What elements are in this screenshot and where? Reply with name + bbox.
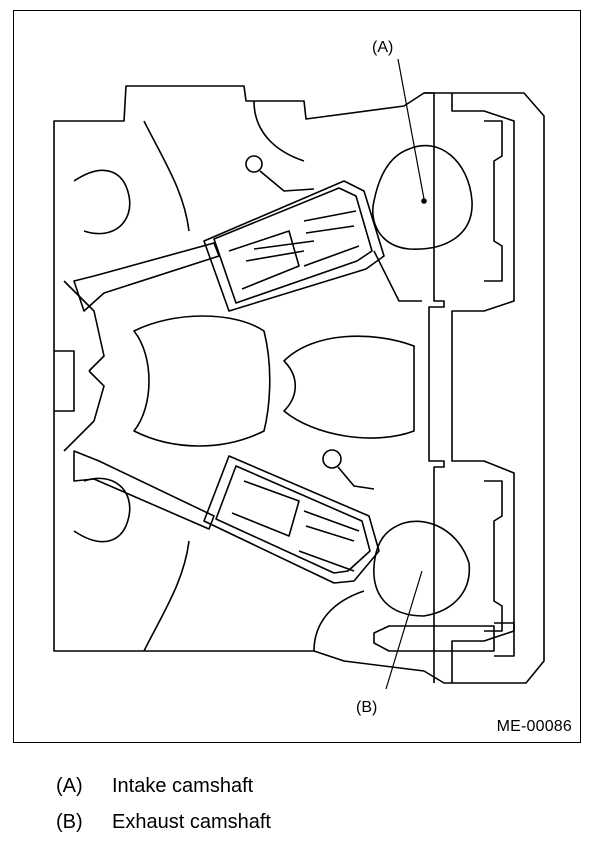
legend-key: (B) xyxy=(56,810,83,833)
legend: (A) Intake camshaft (B) Exhaust camshaft xyxy=(56,768,271,840)
cylinder-head-cross-section xyxy=(53,58,545,690)
legend-text: Intake camshaft xyxy=(112,774,254,797)
exhaust-valve-lifter xyxy=(203,455,380,584)
callout-b-label: (B) xyxy=(356,699,378,716)
figure-id: ME-00086 xyxy=(496,718,572,735)
exhaust-valve-stem xyxy=(73,450,215,530)
intake-camshaft-lobe xyxy=(372,144,473,250)
valve-cover xyxy=(424,92,445,683)
cylinder-head-outline xyxy=(53,85,545,684)
legend-key: (A) xyxy=(56,774,83,797)
intake-valve-stem xyxy=(73,242,220,312)
legend-row-exhaust: (B) Exhaust camshaft xyxy=(56,804,271,840)
callout-a-leader xyxy=(397,58,425,200)
camshaft-bolt xyxy=(373,625,495,652)
callout-b-leader xyxy=(385,570,423,690)
legend-row-intake: (A) Intake camshaft xyxy=(56,768,271,804)
intake-valve-lifter xyxy=(203,180,385,312)
exhaust-camshaft-lobe xyxy=(373,520,471,617)
legend-text: Exhaust camshaft xyxy=(112,810,271,833)
callout-a-label: (A) xyxy=(372,39,394,56)
diagram-frame: (A) (B) ME-00086 xyxy=(13,10,581,743)
